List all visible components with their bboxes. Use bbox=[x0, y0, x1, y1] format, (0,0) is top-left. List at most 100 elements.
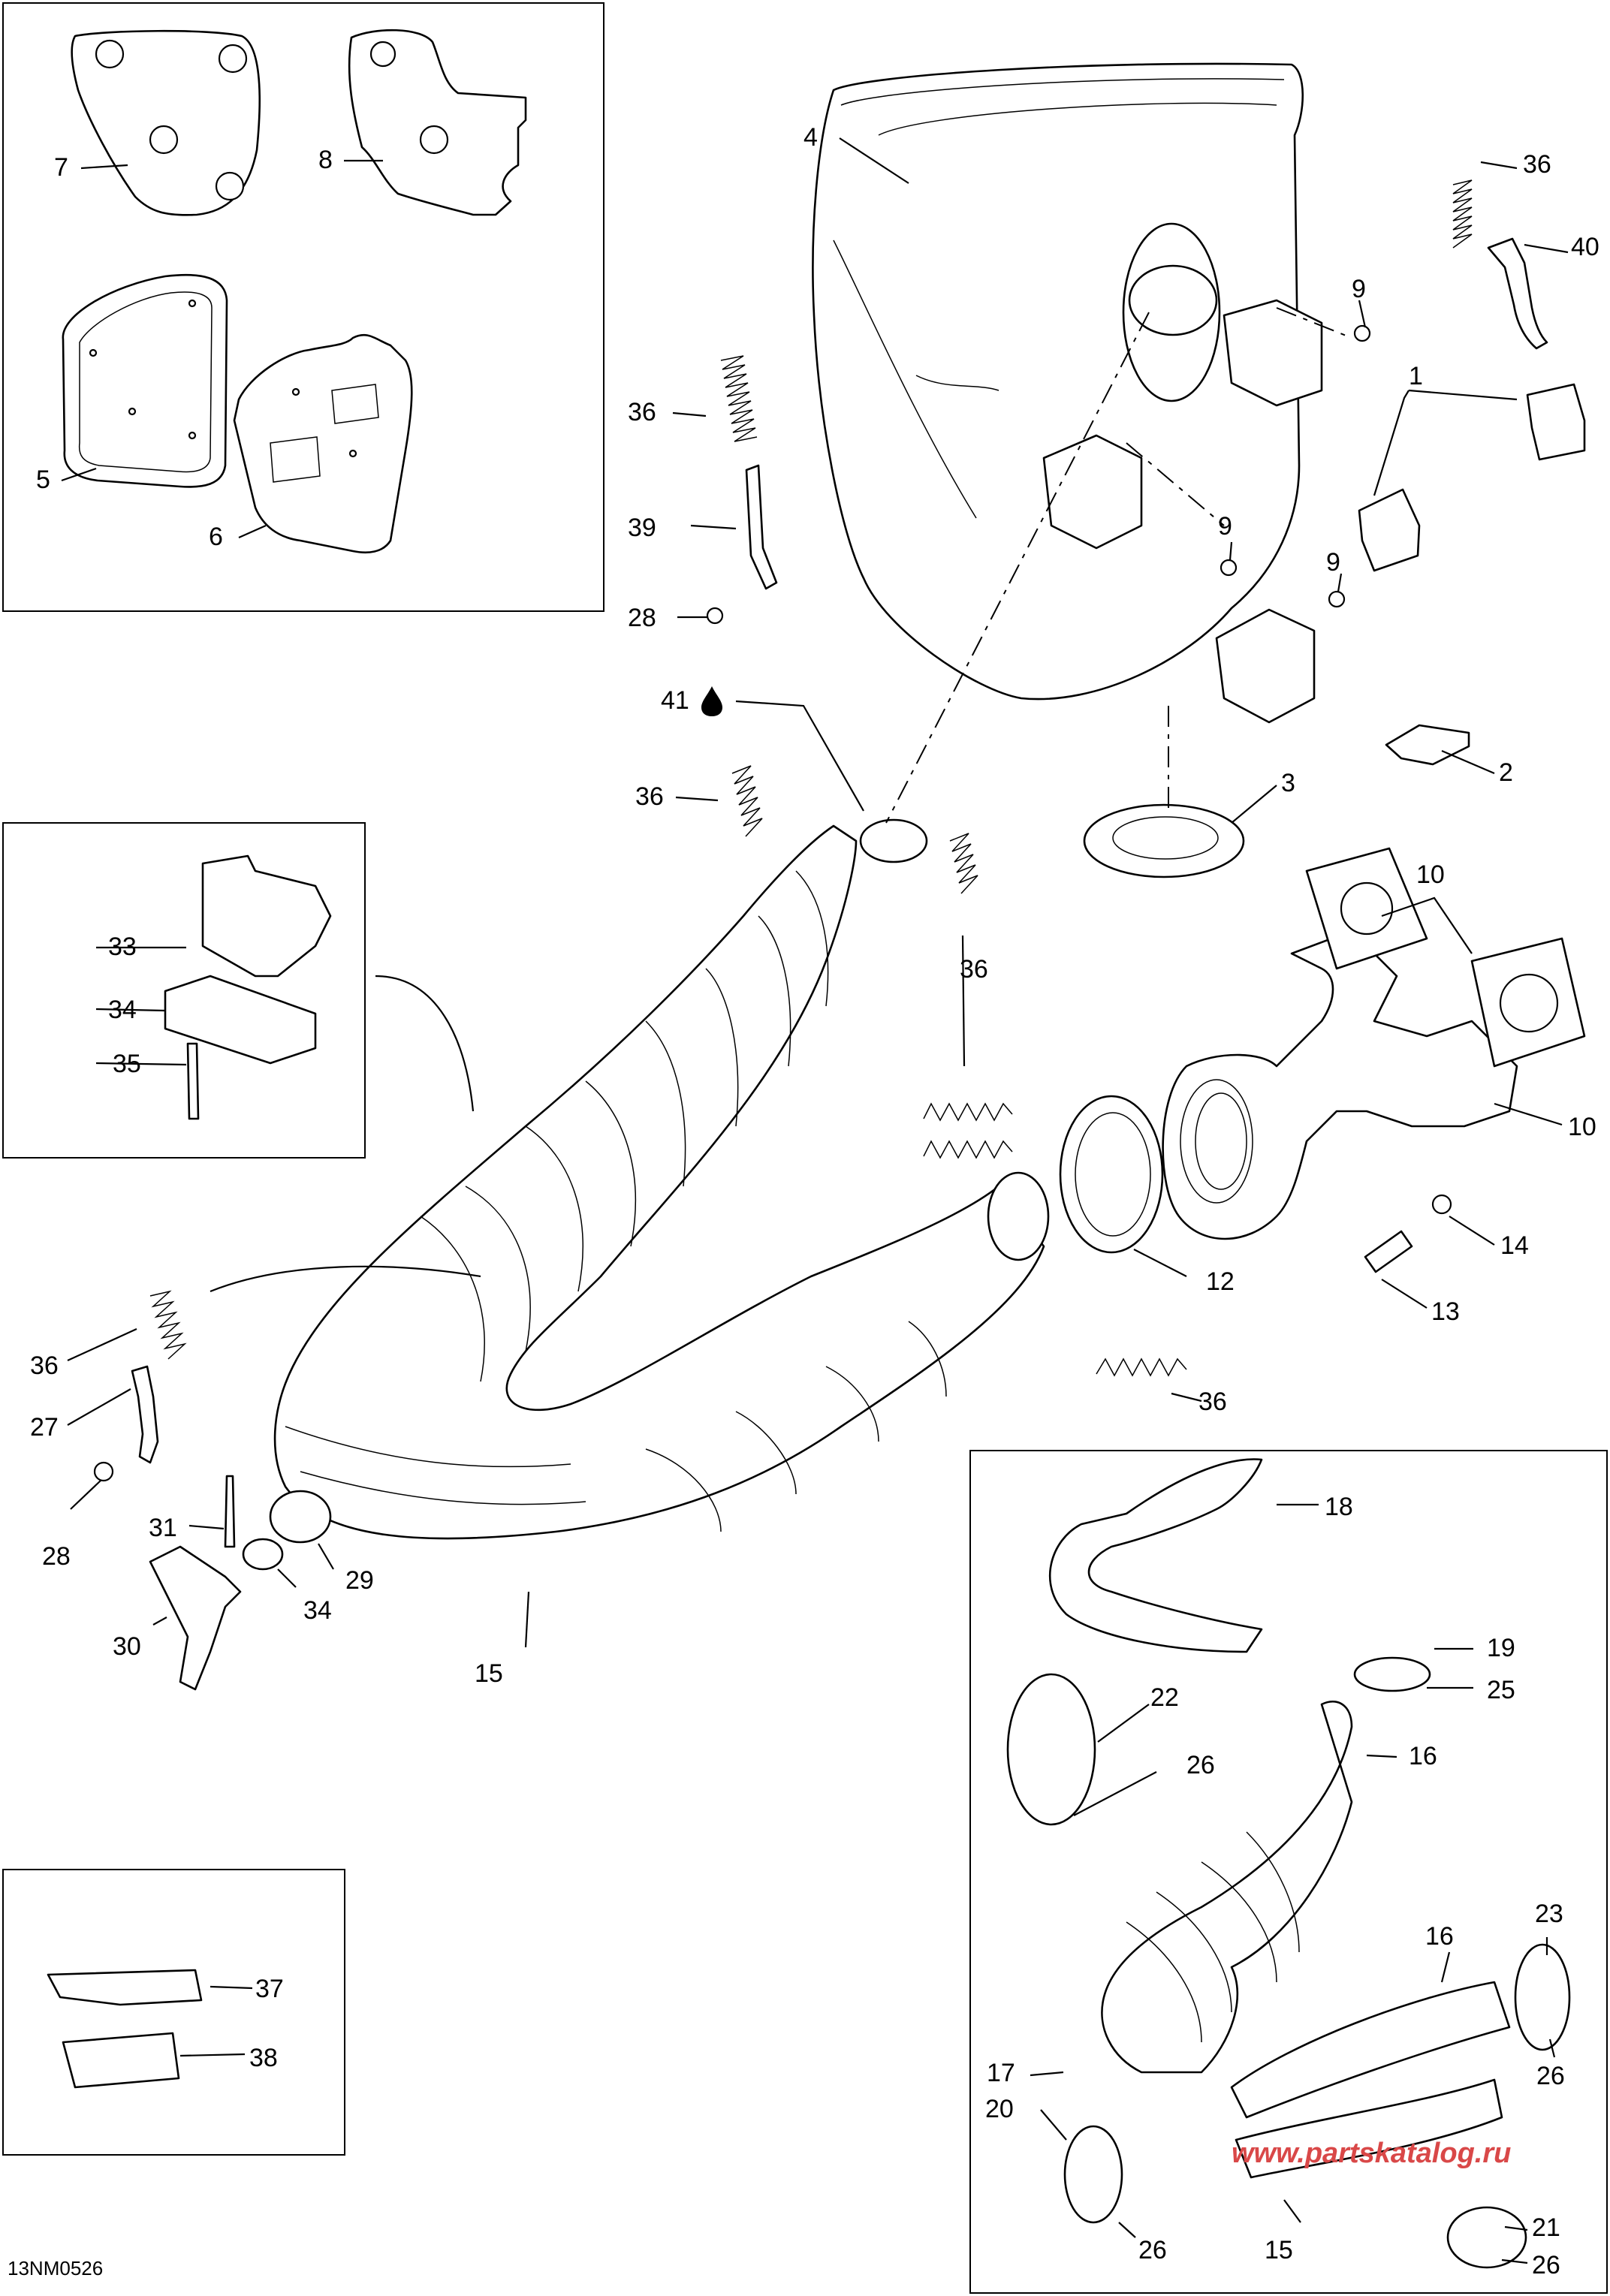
callout-37: 37 bbox=[255, 1975, 284, 2003]
callout-26-c: 26 bbox=[1536, 2062, 1565, 2090]
heat-shield-bracket-8 bbox=[348, 29, 527, 216]
callout-28-top: 28 bbox=[628, 604, 656, 632]
foam-strip-38 bbox=[62, 2032, 180, 2089]
callout-6: 6 bbox=[209, 523, 223, 551]
drawing-code: 13NM0526 bbox=[8, 2257, 103, 2279]
callout-25: 23 bbox=[1535, 1900, 1563, 1928]
washer-14 bbox=[1431, 1194, 1452, 1215]
callout-18: 16 bbox=[1409, 1742, 1437, 1770]
callout-26-a: 25 bbox=[1487, 1676, 1515, 1704]
spring-36-pair bbox=[923, 1102, 1013, 1159]
callout-26-b: 26 bbox=[1186, 1751, 1215, 1779]
clamp-25 bbox=[1514, 1943, 1571, 2051]
spring-36-center bbox=[949, 833, 978, 894]
heat-wrap-16 bbox=[1230, 1981, 1511, 2119]
spring-36-top-right bbox=[1452, 179, 1473, 249]
inset-box-muffler-wraps bbox=[969, 1450, 1608, 2294]
spacer-33 bbox=[164, 975, 317, 1065]
clamp-23 bbox=[1446, 2206, 1527, 2269]
rubber-mount-1-left bbox=[1358, 488, 1421, 572]
callout-32: 33 bbox=[108, 933, 137, 961]
callout-19: 17 bbox=[987, 2059, 1015, 2087]
callout-30: 30 bbox=[113, 1632, 141, 1661]
callout-36-middle: 36 bbox=[635, 782, 664, 811]
callout-17: 15 bbox=[1265, 2236, 1293, 2264]
gasket-11-a bbox=[1305, 847, 1428, 970]
heat-wrap-17 bbox=[1235, 2078, 1503, 2179]
bracket-27 bbox=[131, 1365, 159, 1464]
rubber-mount-2 bbox=[1385, 724, 1470, 766]
inset-box-heat-shields bbox=[2, 2, 605, 612]
callout-1: 1 bbox=[1409, 362, 1423, 390]
callout-3: 3 bbox=[1281, 769, 1295, 797]
callout-33: 34 bbox=[108, 996, 137, 1024]
callout-13: 13 bbox=[1431, 1297, 1460, 1326]
callout-22: 20 bbox=[985, 2095, 1014, 2123]
washer-34 bbox=[242, 1538, 284, 1571]
callout-27: 27 bbox=[30, 1413, 59, 1442]
foam-strip-37 bbox=[47, 1969, 203, 2006]
callout-7: 7 bbox=[54, 153, 68, 182]
callout-11: 10 bbox=[1416, 860, 1445, 889]
clamp-21 bbox=[1353, 1656, 1431, 1692]
oil-drop-icon bbox=[701, 686, 722, 716]
muffler-4 bbox=[812, 62, 1323, 724]
callout-29: 29 bbox=[345, 1566, 374, 1595]
bracket-30 bbox=[149, 1545, 242, 1691]
bracket-40 bbox=[1487, 237, 1548, 350]
nut-28-bottom bbox=[93, 1461, 114, 1482]
callout-10: 10 bbox=[1568, 1113, 1596, 1141]
callout-34: 34 bbox=[303, 1596, 332, 1625]
inset-box-foam-strips bbox=[2, 1869, 345, 2156]
callout-2: 2 bbox=[1499, 758, 1513, 787]
callout-14: 14 bbox=[1500, 1231, 1529, 1260]
rubber-plug-29 bbox=[269, 1490, 332, 1544]
sealing-ring-3 bbox=[1083, 803, 1245, 878]
screw-9-c bbox=[1328, 590, 1346, 608]
callout-15: 15 bbox=[475, 1659, 503, 1688]
inset-box-bracket-kit bbox=[2, 822, 366, 1159]
callout-35: 35 bbox=[113, 1050, 141, 1078]
rivet-35 bbox=[186, 1042, 200, 1120]
alignment-line-muffler-to-pipe bbox=[885, 312, 1150, 824]
clamp-22 bbox=[1063, 2125, 1123, 2224]
heat-shield-foam-6 bbox=[233, 333, 413, 554]
callout-41: 41 bbox=[661, 686, 689, 715]
alignment-line-screw-b bbox=[1276, 307, 1352, 339]
screw-9-a bbox=[1353, 324, 1371, 342]
spring-36-upper-left bbox=[720, 355, 758, 442]
spring-36-middle bbox=[731, 765, 763, 837]
callout-28-bottom: 28 bbox=[42, 1542, 71, 1571]
bracket-39 bbox=[745, 464, 778, 590]
callout-26-e: 26 bbox=[1532, 2251, 1560, 2279]
callout-23: 21 bbox=[1532, 2213, 1560, 2242]
leader-lines bbox=[61, 137, 1569, 2264]
screw-9-b bbox=[1220, 559, 1238, 577]
spring-36-left bbox=[149, 1290, 187, 1360]
callout-5: 5 bbox=[36, 466, 50, 494]
callout-40: 40 bbox=[1571, 233, 1599, 261]
watermark: www.partskatalog.ru bbox=[1232, 2138, 1511, 2169]
callout-36-lower-right: 36 bbox=[1198, 1388, 1227, 1416]
callout-26-d: 26 bbox=[1138, 2236, 1167, 2264]
callout-31: 31 bbox=[149, 1514, 177, 1542]
callout-9-c: 9 bbox=[1326, 548, 1340, 577]
clamp-24 bbox=[1006, 1673, 1096, 1826]
callout-36-top-right: 36 bbox=[1523, 150, 1551, 179]
callout-36-center: 36 bbox=[960, 955, 988, 984]
callout-36-upper-left: 36 bbox=[628, 398, 656, 426]
spring-36-lower-right bbox=[1096, 1357, 1187, 1377]
bracket-32 bbox=[201, 854, 332, 978]
sealing-ring-12 bbox=[1059, 1095, 1164, 1254]
heat-wrap-18-19 bbox=[1101, 1700, 1353, 2074]
callout-4: 4 bbox=[803, 123, 818, 152]
callout-36-left: 36 bbox=[30, 1351, 59, 1380]
screw-13 bbox=[1364, 1230, 1413, 1273]
callout-39: 39 bbox=[628, 514, 656, 542]
rubber-mount-1-right bbox=[1526, 383, 1586, 461]
heat-wrap-20 bbox=[1048, 1458, 1263, 1653]
callout-9-a: 9 bbox=[1352, 275, 1366, 303]
rivet-31 bbox=[224, 1475, 236, 1548]
callout-16: 16 bbox=[1425, 1922, 1454, 1951]
